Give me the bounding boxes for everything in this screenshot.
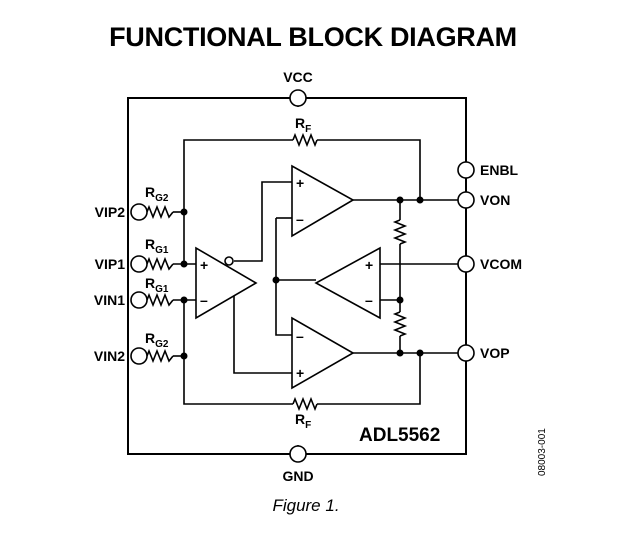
pin-von <box>457 191 475 209</box>
vcom-amp-minus: – <box>365 292 373 308</box>
bottom-output-amplifier <box>291 316 355 390</box>
input-amplifier <box>195 246 258 320</box>
pin-vcom <box>457 255 475 273</box>
chip-outline <box>127 97 467 455</box>
pin-gnd <box>289 445 307 463</box>
document-id: 08003-001 <box>537 428 548 476</box>
resistor-rg1-top <box>146 256 174 272</box>
inverting-output-bubble <box>224 256 234 266</box>
resistor-divider-bottom <box>392 311 408 337</box>
resistor-rg1-bottom <box>146 292 174 308</box>
wiring <box>173 98 458 454</box>
input-amp-minus: – <box>200 292 208 308</box>
label-rf-top: RF <box>295 115 311 135</box>
label-rg1-top: RG1 <box>145 236 169 256</box>
label-vcom: VCOM <box>480 256 522 272</box>
label-vop: VOP <box>480 345 510 361</box>
label-rf-bottom: RF <box>295 411 311 431</box>
pin-enbl <box>457 161 475 179</box>
label-vip2: VIP2 <box>95 204 126 220</box>
pin-vip2 <box>130 203 148 221</box>
pin-vcc <box>289 89 307 107</box>
label-rg1-bottom: RG1 <box>145 275 169 295</box>
diagram-title: FUNCTIONAL BLOCK DIAGRAM <box>109 22 517 52</box>
vcom-amp-plus: + <box>365 257 373 273</box>
label-rg2-top: RG2 <box>145 184 169 204</box>
label-vip1: VIP1 <box>95 256 126 272</box>
top-output-amplifier <box>291 164 355 238</box>
pin-vin2 <box>130 347 148 365</box>
label-von: VON <box>480 192 510 208</box>
label-enbl: ENBL <box>480 162 519 178</box>
pin-vop <box>457 344 475 362</box>
label-gnd: GND <box>282 468 313 484</box>
resistor-rf-bottom <box>292 396 318 412</box>
pin-vin1 <box>130 291 148 309</box>
pin-vip1 <box>130 255 148 273</box>
bottom-amp-minus: – <box>296 328 304 344</box>
bottom-amp-plus: + <box>296 365 304 381</box>
resistor-rg2-bottom <box>146 348 174 364</box>
top-amp-minus: – <box>296 211 304 227</box>
vcom-amplifier <box>314 246 381 320</box>
junction-dots <box>180 196 424 360</box>
label-rg2-bottom: RG2 <box>145 330 169 350</box>
resistor-rf-top <box>292 132 318 148</box>
label-vin1: VIN1 <box>94 292 125 308</box>
top-amp-plus: + <box>296 175 304 191</box>
label-vin2: VIN2 <box>94 348 125 364</box>
figure-caption: Figure 1. <box>272 496 340 515</box>
part-number: ADL5562 <box>359 425 440 446</box>
resistor-divider-top <box>392 219 408 245</box>
label-vcc: VCC <box>283 69 313 85</box>
resistor-rg2-top <box>146 204 174 220</box>
input-amp-plus: + <box>200 257 208 273</box>
